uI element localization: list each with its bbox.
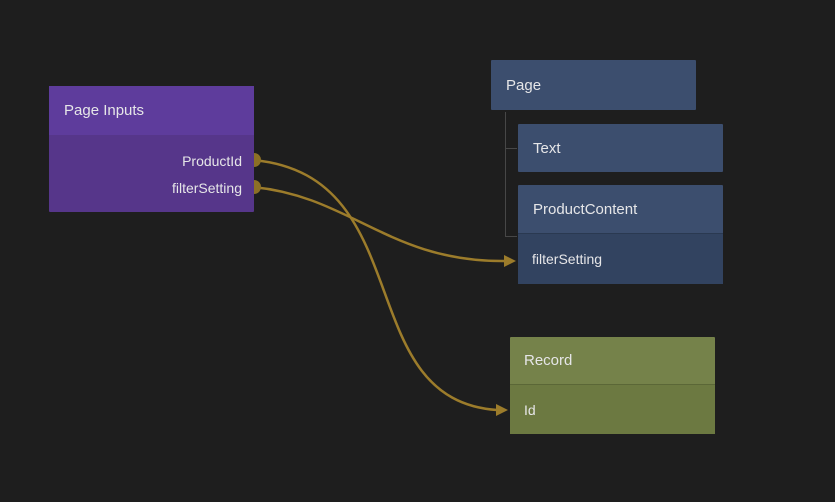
node-record[interactable]: Record Id: [510, 337, 715, 434]
node-record-header[interactable]: Record: [510, 337, 715, 384]
node-productcontent[interactable]: ProductContent filterSetting: [518, 185, 723, 284]
field-row-filtersetting[interactable]: filterSetting: [518, 233, 723, 284]
node-title: Text: [533, 139, 561, 157]
node-title: Page Inputs: [64, 102, 145, 119]
node-page-header[interactable]: Page: [491, 60, 696, 110]
node-text[interactable]: Text: [518, 124, 723, 172]
connection-filtersetting-to-productcontent[interactable]: [252, 185, 516, 267]
node-page-inputs-header[interactable]: Page Inputs: [49, 86, 254, 135]
node-title: Page: [506, 76, 542, 94]
connection-productid-to-record-id[interactable]: [252, 158, 508, 416]
node-page-inputs[interactable]: Page Inputs ProductId filterSetting: [49, 86, 254, 212]
output-row-filtersetting[interactable]: filterSetting: [171, 179, 242, 196]
field-row-id[interactable]: Id: [510, 384, 715, 434]
output-row-productid[interactable]: ProductId: [182, 152, 242, 169]
arrowhead-icon: [504, 255, 516, 267]
node-productcontent-header[interactable]: ProductContent: [518, 185, 723, 233]
node-title: ProductContent: [533, 200, 638, 218]
node-page-inputs-body: ProductId filterSetting: [49, 135, 254, 201]
arrowhead-icon: [496, 404, 508, 416]
node-page[interactable]: Page: [491, 60, 696, 110]
node-title: Record: [524, 352, 573, 369]
tree-connector-line: [505, 112, 517, 237]
node-text-header[interactable]: Text: [518, 124, 723, 172]
